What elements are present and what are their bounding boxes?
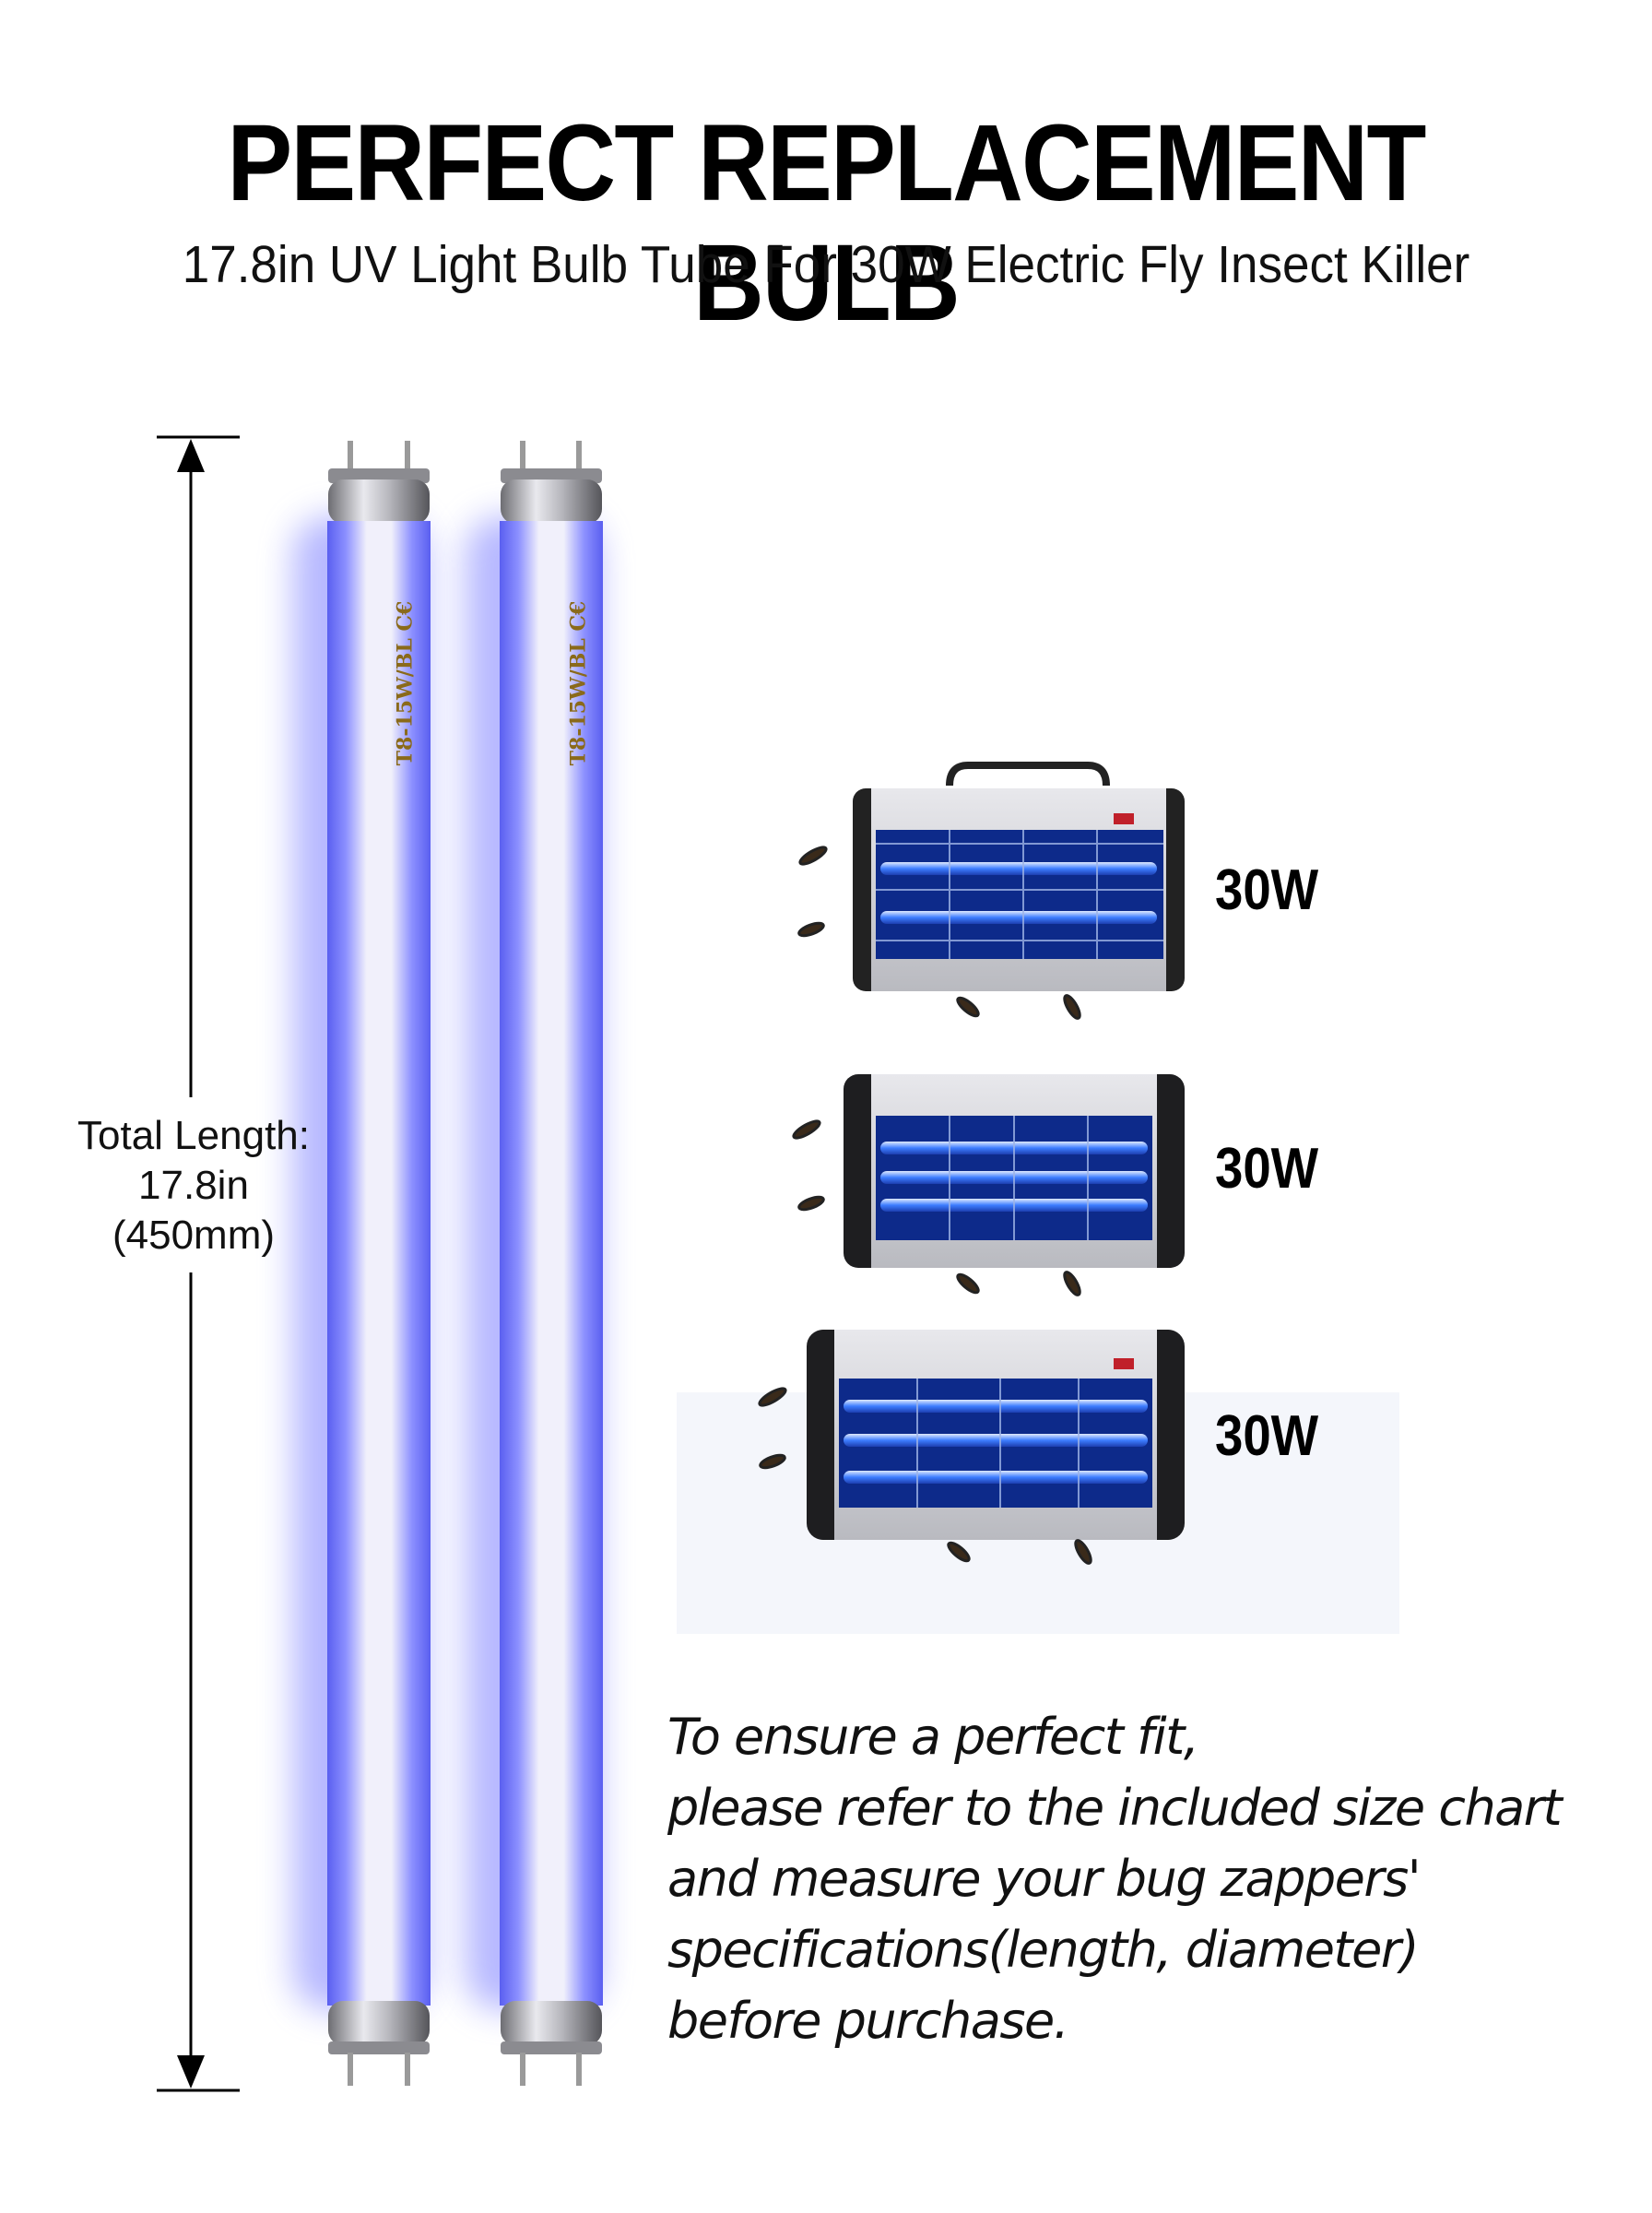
- fit-note-line-3: and measure your bug zappers': [667, 1850, 1422, 1908]
- fit-note-line-5: before purchase.: [667, 1992, 1069, 2050]
- fit-note-line-4: specifications(length, diameter): [667, 1921, 1420, 1979]
- page-subtitle: 17.8in UV Light Bulb Tube For 30W Electr…: [182, 235, 1470, 294]
- uv-bulb-2: [466, 441, 603, 2086]
- zapper-1: [853, 762, 1185, 991]
- zapper-3: [807, 1330, 1185, 1540]
- zapper-2: [844, 1074, 1185, 1268]
- zapper-1-wattage: 30W: [1215, 858, 1319, 922]
- dimension-arrow: [157, 435, 240, 2092]
- zapper-2-wattage: 30W: [1215, 1137, 1319, 1201]
- total-length-mm: (450mm): [112, 1213, 276, 1258]
- zapper-3-wattage: 30W: [1215, 1404, 1319, 1468]
- total-length-caption: Total Length:: [77, 1113, 310, 1158]
- fit-note: To ensure a perfect fit, please refer to…: [667, 1701, 1626, 2056]
- fit-note-line-2: please refer to the included size chart: [667, 1779, 1563, 1837]
- mosquito-icons: [758, 846, 1092, 1565]
- page-title: PERFECT REPLACEMENT BULB: [227, 102, 1426, 344]
- total-length-label: Total Length: 17.8in (450mm): [55, 1111, 332, 1260]
- fit-note-line-1: To ensure a perfect fit,: [667, 1708, 1199, 1766]
- uv-bulb-1: [293, 441, 431, 2086]
- total-length-inches: 17.8in: [138, 1163, 249, 1208]
